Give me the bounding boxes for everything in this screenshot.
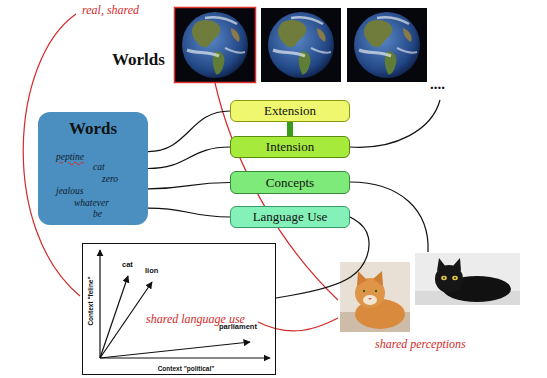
- orange-cat-photo-part: [363, 290, 365, 292]
- earth-images: [175, 8, 428, 83]
- black-curves: [350, 100, 440, 252]
- orange-cat-photo-part: [363, 295, 377, 305]
- concepts-box: Concepts: [230, 171, 350, 194]
- orange-cat-photo: [340, 262, 410, 332]
- black-cat-photo-part: [441, 276, 447, 280]
- box-text: Context "political": [158, 365, 215, 372]
- black-curves-part: [350, 100, 440, 147]
- chart-vectors-part: [99, 250, 100, 358]
- link-bar: [287, 122, 293, 136]
- box-text: jealous: [56, 186, 83, 197]
- orange-cat-photo-part: [368, 298, 372, 300]
- box-text: cat: [93, 162, 105, 173]
- connector-curve: [148, 111, 230, 152]
- earth-images-part: [261, 8, 341, 82]
- box-text: be: [93, 209, 102, 220]
- box-text: peptine: [56, 152, 84, 163]
- connector-curve: [148, 208, 230, 217]
- box-title: Words: [38, 119, 148, 139]
- connector-curve: [148, 183, 230, 189]
- black-cat-photo-part: [454, 277, 456, 279]
- box-text: Extension: [264, 103, 316, 119]
- box-text: zero: [102, 174, 118, 185]
- box-text: Intension: [266, 139, 314, 155]
- box-text: shared language use: [146, 313, 245, 327]
- connector-curve: [276, 217, 369, 298]
- red-curves-part: [258, 318, 338, 331]
- note-text: shared perceptions: [375, 337, 466, 352]
- black-curves-part: [350, 182, 428, 252]
- heading-text: Worlds: [112, 50, 165, 70]
- box-text: Context "feline": [87, 276, 94, 325]
- intension-box: Intension: [230, 136, 350, 158]
- words-box: Words peptine catzero jealouswhateverbe: [38, 112, 148, 225]
- chart-vectors-part: [100, 342, 250, 358]
- orange-cat-photo-part: [340, 262, 410, 332]
- language-use-box: Language Use: [230, 206, 350, 228]
- orange-cat-photo-part: [373, 289, 378, 293]
- black-cat-photo-part: [437, 258, 446, 271]
- ellipsis-text: ....: [430, 76, 445, 93]
- earth-images-part: [175, 8, 255, 82]
- box-text: cat: [122, 261, 133, 270]
- orange-cat-photo-part: [373, 271, 383, 286]
- box-text: Language Use: [253, 209, 328, 225]
- orange-cat-photo-part: [361, 289, 366, 293]
- black-cat-photo-part: [415, 253, 520, 305]
- orange-cat-photo-part: [375, 290, 377, 292]
- earth-images-part: [175, 8, 256, 83]
- earth-images-part: [347, 8, 427, 82]
- black-cat-photo-part: [452, 258, 461, 271]
- vector-chart: catlionparliamentContext "feline"Context…: [82, 243, 276, 375]
- connector-curve: [148, 147, 230, 169]
- black-cat-photo-part: [443, 277, 445, 279]
- extension-box: Extension: [230, 100, 350, 122]
- chart-vectors-part: [100, 276, 128, 358]
- chart-vectors: [100, 250, 270, 358]
- box-text: lion: [145, 267, 158, 276]
- orange-cat-photo-part: [357, 271, 367, 286]
- black-cat-photo: [415, 253, 520, 305]
- note-text: real, shared: [82, 3, 139, 18]
- black-cat-photo-part: [452, 276, 458, 280]
- box-text: Concepts: [266, 175, 314, 191]
- chart-vectors-part: [100, 282, 152, 358]
- chart-vectors-part: [100, 357, 270, 358]
- box-text: whatever: [74, 198, 109, 209]
